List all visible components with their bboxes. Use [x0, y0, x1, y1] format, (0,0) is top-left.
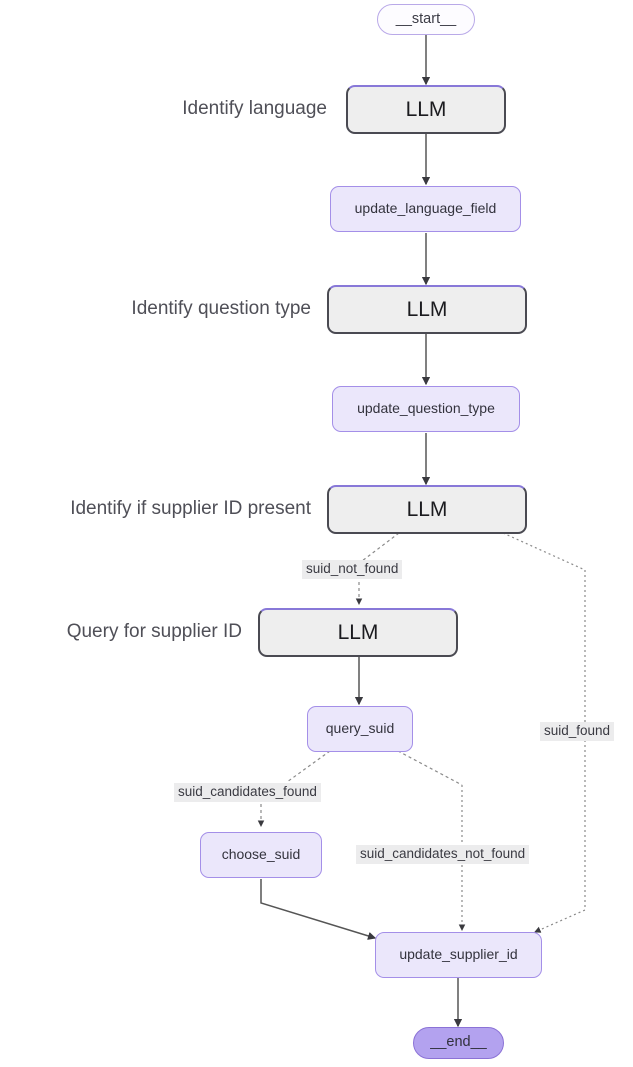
- node-start[interactable]: __start__: [377, 4, 475, 35]
- node-update-language-field[interactable]: update_language_field: [330, 186, 521, 232]
- node-llm-identify-question-type[interactable]: LLM: [327, 285, 527, 334]
- side-label-identify-question-type: Identify question type: [131, 298, 311, 319]
- node-choose-suid[interactable]: choose_suid: [200, 832, 322, 878]
- edge-suid-candidates-not-found-upper: [397, 750, 463, 786]
- node-query-suid[interactable]: query_suid: [307, 706, 413, 752]
- side-label-identify-if-supplier-id-present: Identify if supplier ID present: [70, 498, 311, 519]
- node-llm-identify-supplier-id-present[interactable]: LLM: [327, 485, 527, 534]
- edge-label-suid-found: suid_found: [540, 722, 615, 742]
- side-label-query-for-supplier-id: Query for supplier ID: [66, 621, 242, 642]
- edge-suid-candidates-found-upper: [286, 750, 331, 783]
- edge-label-suid-candidates-found: suid_candidates_found: [174, 783, 321, 803]
- edge-label-suid-candidates-not-found: suid_candidates_not_found: [356, 845, 530, 865]
- node-end[interactable]: __end__: [413, 1027, 504, 1059]
- side-label-identify-language: Identify language: [182, 98, 327, 119]
- node-update-question-type[interactable]: update_question_type: [332, 386, 520, 432]
- node-llm-query-supplier-id[interactable]: LLM: [258, 608, 458, 657]
- node-llm-identify-language[interactable]: LLM: [346, 85, 506, 134]
- edge-choose-suid-to-update-supplier-id: [260, 879, 377, 940]
- edge-suid-not-found-upper: [361, 532, 400, 562]
- edge-label-suid-not-found: suid_not_found: [302, 560, 403, 580]
- node-update-supplier-id[interactable]: update_supplier_id: [375, 932, 542, 978]
